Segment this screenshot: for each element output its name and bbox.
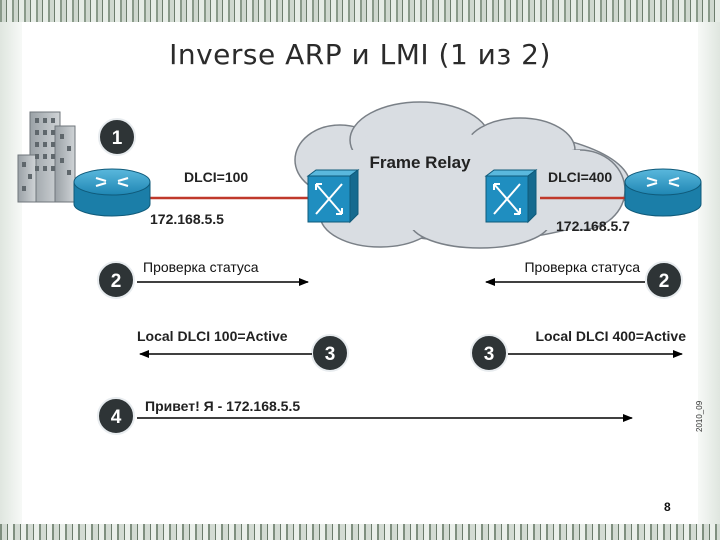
step-3-left-number: 3 bbox=[325, 344, 336, 365]
status-left-label: Проверка статуса bbox=[143, 259, 259, 275]
step-1-badge: 1 bbox=[98, 118, 136, 156]
step-2-left-badge: 2 bbox=[97, 261, 135, 299]
right-border bbox=[698, 22, 720, 524]
step-4-badge: 4 bbox=[97, 397, 135, 435]
right-ip-label: 172.168.5.7 bbox=[556, 218, 630, 234]
page-number: 8 bbox=[664, 500, 671, 514]
active-left-label: Local DLCI 100=Active bbox=[137, 328, 288, 344]
frame-relay-cloud bbox=[294, 101, 631, 249]
right-fr-switch-icon bbox=[484, 169, 538, 224]
status-right-label: Проверка статуса bbox=[524, 259, 640, 275]
step-3-right-badge: 3 bbox=[470, 334, 508, 372]
cloud-label: Frame Relay bbox=[369, 153, 471, 172]
left-fr-switch-icon bbox=[306, 169, 360, 224]
bottom-border-band bbox=[0, 524, 720, 540]
step-3-right-number: 3 bbox=[484, 344, 495, 365]
left-dlci-label: DLCI=100 bbox=[184, 169, 248, 185]
right-dlci-label: DLCI=400 bbox=[548, 169, 612, 185]
left-router-icon bbox=[73, 168, 151, 217]
slide-title: Inverse ARP и LMI (1 из 2) bbox=[169, 38, 551, 71]
left-ip-label: 172.168.5.5 bbox=[150, 211, 224, 227]
building-icon bbox=[17, 111, 76, 203]
slide-paper bbox=[22, 22, 698, 524]
right-router-icon bbox=[624, 168, 702, 217]
figure-code: 2010_09 bbox=[695, 400, 704, 432]
step-3-left-badge: 3 bbox=[311, 334, 349, 372]
top-border-band bbox=[0, 0, 720, 22]
step-2-right-number: 2 bbox=[659, 271, 670, 292]
step-1-number: 1 bbox=[112, 128, 123, 149]
active-right-label: Local DLCI 400=Active bbox=[535, 328, 686, 344]
step-2-left-number: 2 bbox=[111, 271, 122, 292]
hello-label: Привет! Я - 172.168.5.5 bbox=[145, 398, 300, 414]
left-border bbox=[0, 22, 22, 524]
step-4-number: 4 bbox=[111, 407, 122, 428]
step-2-right-badge: 2 bbox=[645, 261, 683, 299]
